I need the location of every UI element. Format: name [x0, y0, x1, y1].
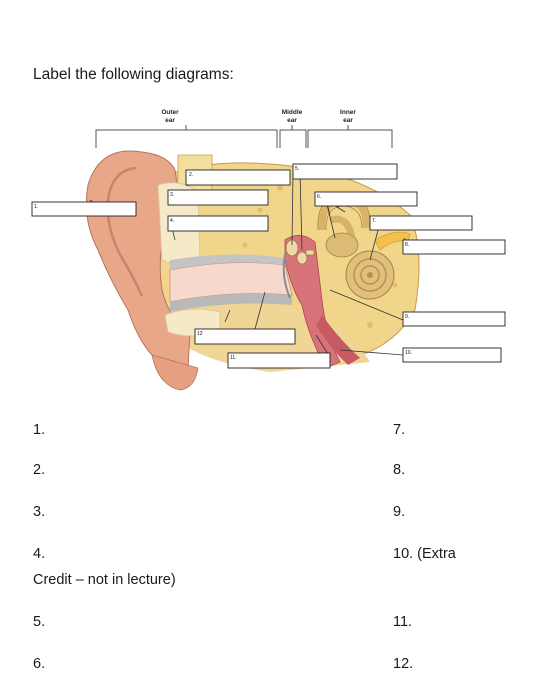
answer-item-9: 9.: [393, 504, 406, 520]
earlobe: [151, 354, 199, 391]
answer-item-2: 2.: [33, 462, 46, 478]
middle-ear-label-line2: ear: [287, 117, 297, 124]
outer-ear-label-line1: Outer: [161, 109, 179, 116]
box-number-4: 4.: [170, 218, 174, 224]
ear-anatomy-diagram: Outer ear Middle ear Inner ear: [31, 109, 506, 391]
box-number-10: 10.: [405, 350, 412, 356]
answer-item-1: 1.: [33, 422, 46, 438]
pinna-inner-fold: [106, 166, 144, 297]
answer-item-3: 3.: [33, 504, 46, 520]
answer-item-5: 5.: [33, 614, 46, 630]
label-box-11: [227, 352, 331, 369]
middle-ear-label-line1: Middle: [282, 109, 303, 116]
label-box-9: [402, 311, 506, 327]
region-brackets: [95, 125, 393, 148]
inner-ear-label-line1: Inner: [340, 109, 356, 116]
canal-gray-top: [170, 254, 285, 270]
cochlea: [345, 250, 395, 300]
label-box-6: [314, 191, 418, 207]
answer-item-4: 4.: [33, 546, 46, 562]
canal-gray-wall: [170, 293, 292, 312]
answer-item-10: 10. (Extra: [393, 546, 456, 562]
box-number-1: 1.: [34, 204, 38, 210]
ossicles: [285, 239, 315, 265]
label-box-12: [194, 328, 296, 345]
label-box-3: [167, 189, 269, 206]
label-box-7: [369, 215, 473, 231]
eustachian-tube: [316, 315, 360, 365]
box-number-7: 7.: [372, 218, 376, 224]
vestibule: [325, 232, 359, 258]
inner-ear-label-line2: ear: [343, 117, 353, 124]
box-number-11: 11.: [230, 355, 237, 361]
label-box-8: [402, 239, 506, 255]
box-number-3: 3.: [170, 192, 174, 198]
answer-item-12: 12.: [393, 656, 414, 672]
box-number-8: 8.: [405, 242, 409, 248]
box-number-6: 6.: [317, 194, 321, 200]
box-number-9: 9.: [405, 314, 409, 320]
eardrum: [282, 249, 291, 299]
answer-item-7: 7.: [393, 422, 406, 438]
label-boxes: [31, 163, 506, 369]
outer-ear-label-line2: ear: [165, 117, 175, 124]
box-number-12: 12: [197, 331, 203, 337]
box-number-2: 2.: [189, 172, 193, 178]
answer-item-10-note: Credit – not in lecture): [33, 572, 176, 588]
answer-item-11: 11.: [393, 614, 413, 630]
label-box-10: [402, 347, 502, 363]
box-number-5: 5.: [295, 166, 299, 172]
answer-item-6: 6.: [33, 656, 46, 672]
answer-item-8: 8.: [393, 462, 406, 478]
label-box-5: [292, 163, 398, 180]
label-box-4: [167, 215, 269, 232]
label-box-numbers: 1. 2. 3. 4. 5. 6. 7. 8. 9. 10. 11. 12: [34, 166, 412, 361]
label-box-1: [31, 201, 137, 217]
page-title: Label the following diagrams:: [33, 66, 234, 83]
label-box-2: [185, 169, 291, 186]
